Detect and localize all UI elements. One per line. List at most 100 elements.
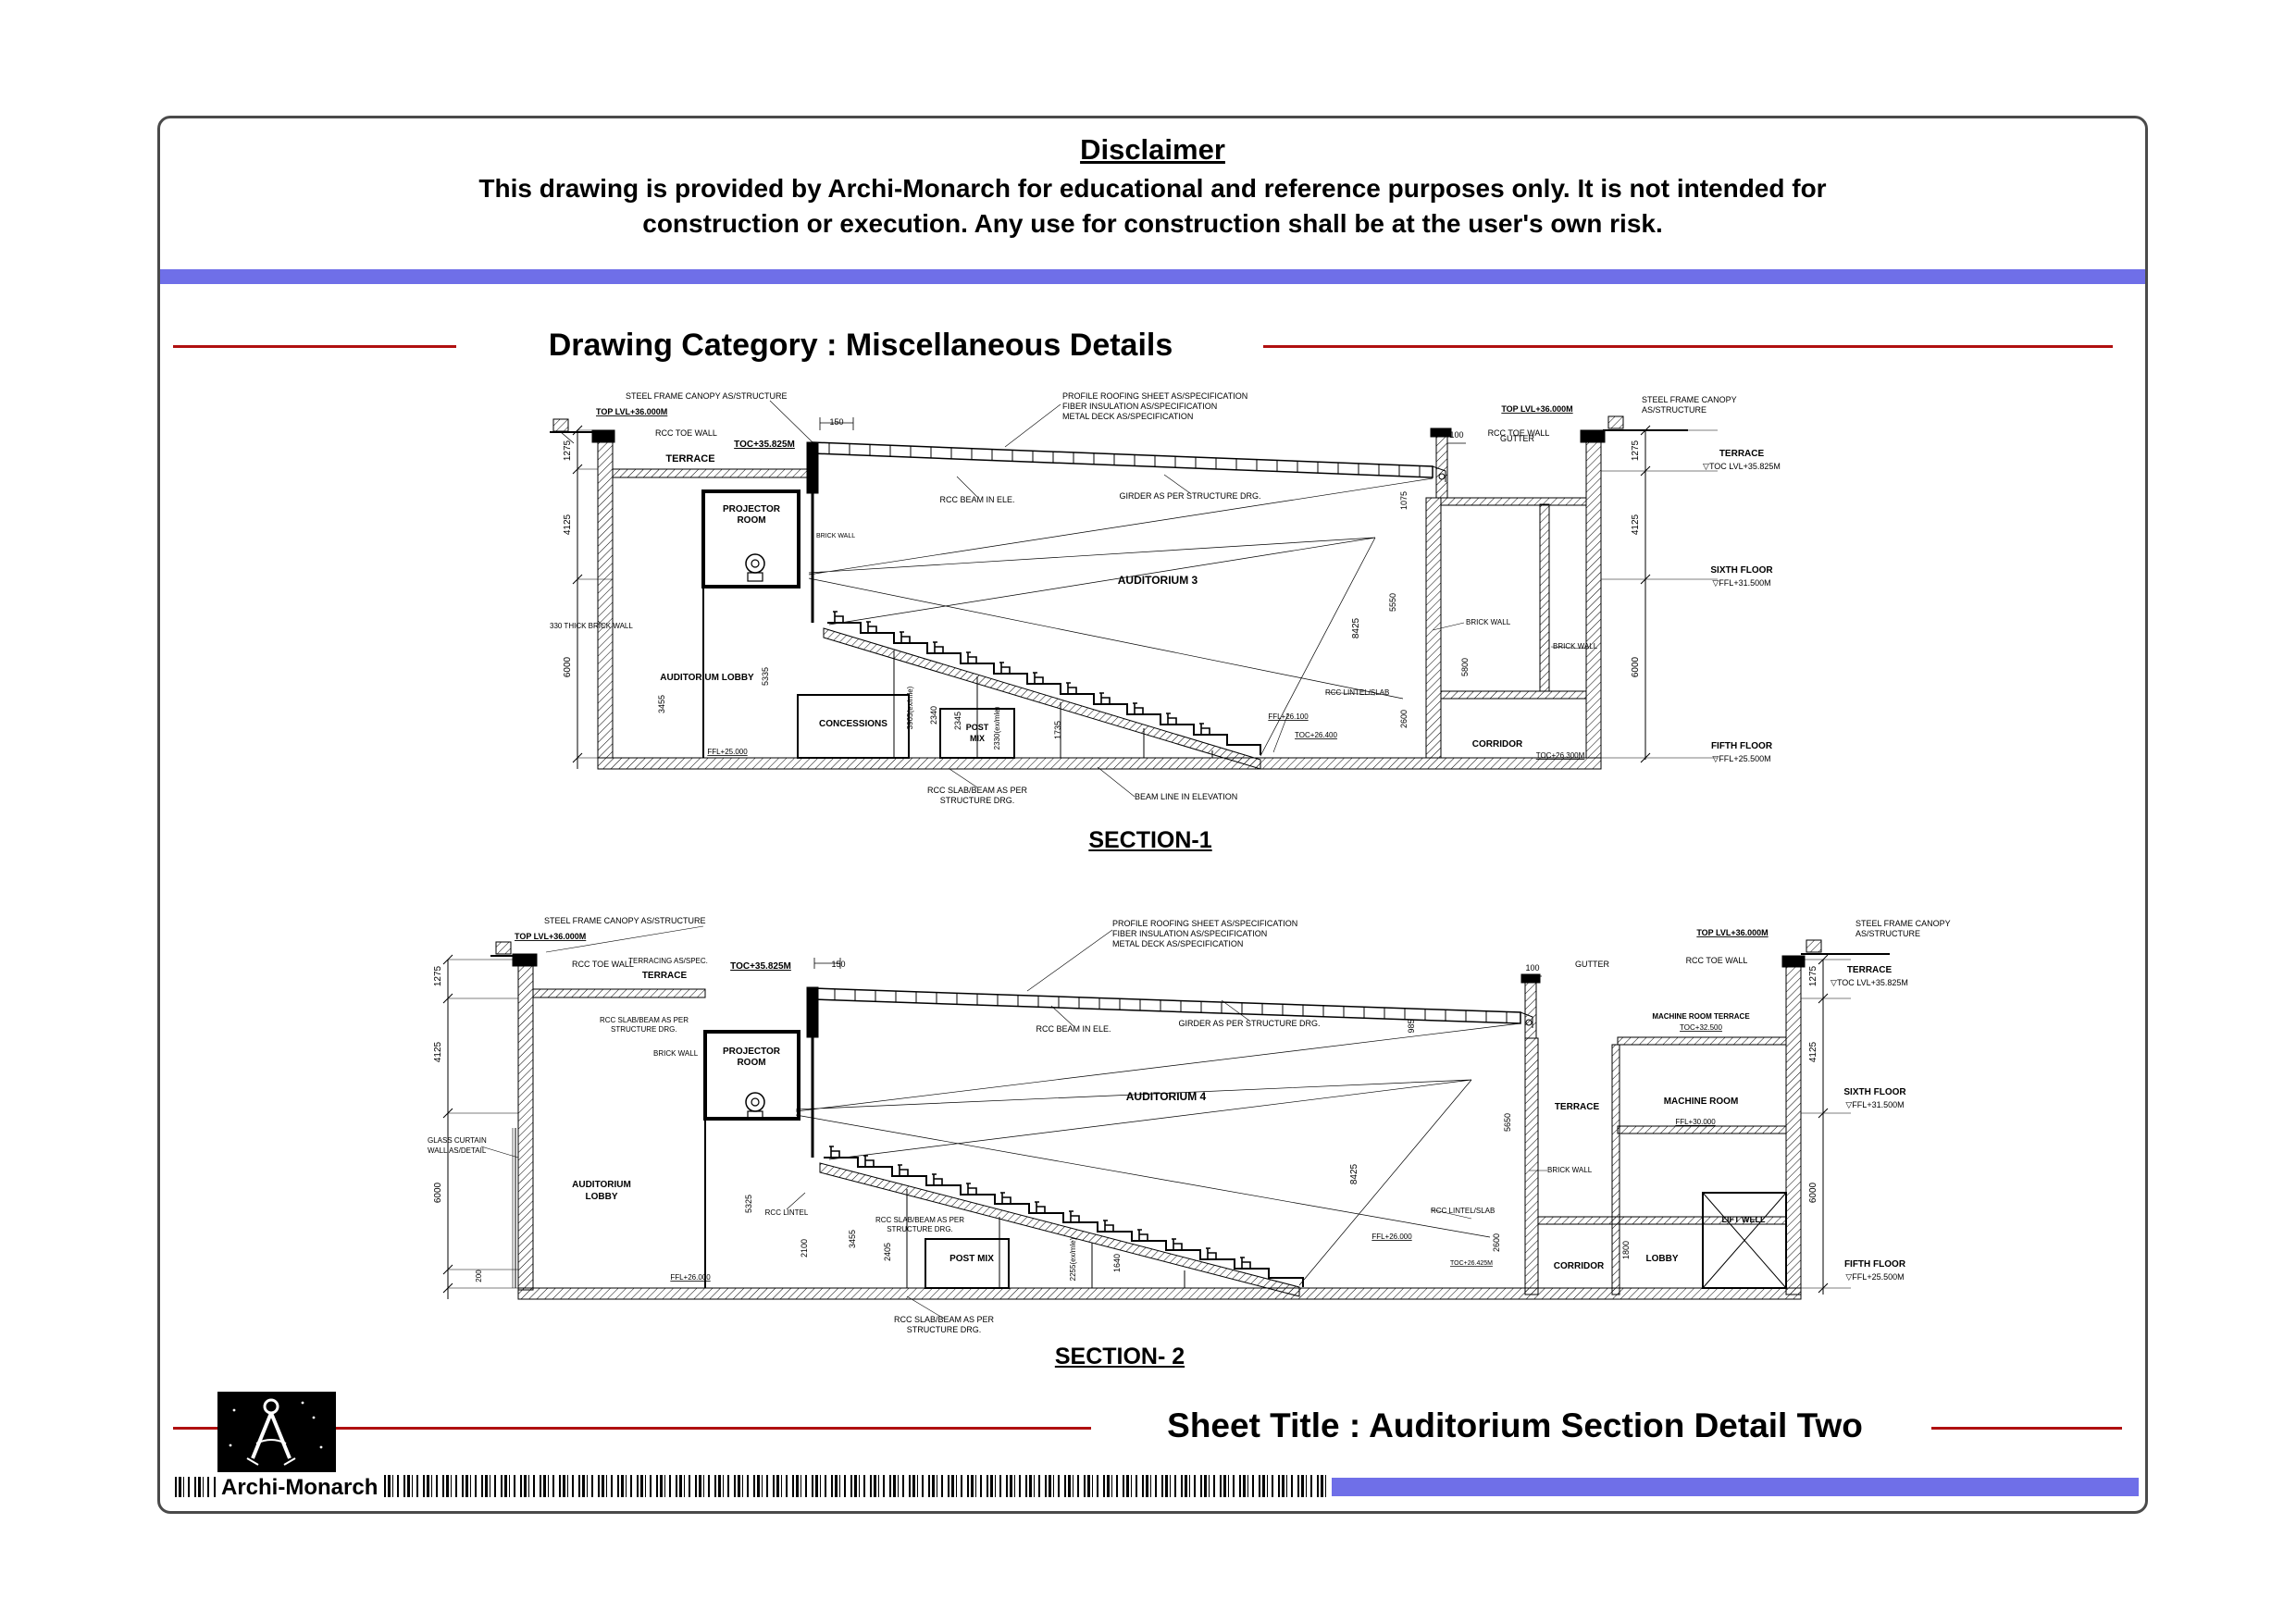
drawing-label: 4125 (563, 514, 573, 535)
drawing-label: 985 (1407, 1019, 1416, 1033)
drawing-label: 4125 (433, 1041, 443, 1062)
drawing-label: 8425 (1349, 1163, 1359, 1184)
disclaimer-line-1: This drawing is provided by Archi-Monarc… (478, 174, 1827, 203)
drawing-label: 5800 (1460, 658, 1470, 676)
drawing-label: TOC+26.300M (1536, 751, 1585, 760)
drawing-label: 2405 (883, 1243, 892, 1261)
drawing-label: 4125 (1808, 1041, 1818, 1062)
section2-labels: STEEL FRAME CANOPY AS/STRUCTURE TOP LVL+3… (428, 916, 1951, 1334)
drawing-label: ▽TOC LVL+35.825M (1703, 462, 1781, 471)
drawing-label: FFL+26.000 (670, 1273, 711, 1282)
drawing-label: STEEL FRAME CANOPY AS/STRUCTURE (626, 391, 788, 401)
drawing-label: 150 (829, 417, 843, 427)
drawing-label: TERRACE (1847, 965, 1893, 975)
drawing-label: FFL+30.000 (1675, 1118, 1716, 1126)
section-1-drawing: STEEL FRAME CANOPY AS/STRUCTURE TOP LVL+3… (550, 391, 1781, 805)
drawing-label: STEEL FRAME CANOPY (1855, 919, 1951, 928)
section1-labels: STEEL FRAME CANOPY AS/STRUCTURE TOP LVL+3… (550, 391, 1781, 805)
title-rule-left (173, 1427, 1091, 1430)
brand-logo (217, 1392, 336, 1472)
title-rule-right (1931, 1427, 2122, 1430)
drawing-label: TOC+26.400 (1295, 731, 1337, 739)
drawing-label: BEAM LINE IN ELEVATION (1135, 792, 1237, 801)
drawing-label: ▽FFL+25.500M (1712, 754, 1770, 763)
drawing-label: BRICK WALL (1547, 1166, 1593, 1174)
drawing-label: RCC TOE WALL (572, 960, 634, 969)
drawing-label: 100 (1449, 430, 1463, 440)
drawing-label: AS/STRUCTURE (1642, 405, 1706, 415)
brand-name: Archi-Monarch (221, 1475, 379, 1500)
category-title: Drawing Category : Miscellaneous Details (548, 328, 1173, 363)
drawing-label: 1275 (1631, 440, 1641, 461)
drawing-label: TERRACE (1555, 1102, 1600, 1112)
drawing-label: SIXTH FLOOR (1710, 565, 1773, 576)
drawing-label: LOBBY (1646, 1254, 1679, 1264)
drawing-label: FFL+25.000 (707, 748, 748, 756)
drawing-label: METAL DECK AS/SPECIFICATION (1062, 412, 1193, 421)
drawing-label: LIFT WELL (1722, 1215, 1766, 1224)
section2-leader-lines (480, 925, 1547, 1319)
drawing-label: TOP LVL+36.000M (515, 932, 586, 941)
drawing-label: STRUCTURE DRG. (611, 1025, 677, 1034)
drawing-label: 1640 (1112, 1254, 1122, 1272)
section1-seating (823, 612, 1261, 770)
disclaimer-title: Disclaimer (1080, 133, 1225, 166)
drawing-label: RCC TOE WALL (1488, 428, 1550, 438)
drawing-label: AS/STRUCTURE (1855, 929, 1920, 938)
drawing-label: 6000 (1631, 656, 1641, 677)
drawing-label: POST MIX (949, 1254, 994, 1264)
drawing-label: 6000 (1808, 1182, 1818, 1203)
drawing-label: BRICK WALL (1553, 642, 1598, 650)
drawing-label: 8425 (1351, 617, 1361, 638)
section-2-drawing: STEEL FRAME CANOPY AS/STRUCTURE TOP LVL+3… (428, 916, 1951, 1334)
drawing-label: RCC SLAB/BEAM AS PER (894, 1315, 995, 1324)
section1-caption: SECTION-1 (1088, 827, 1212, 853)
drawing-label: ▽FFL+25.500M (1845, 1272, 1904, 1282)
drawing-label: 5335 (761, 667, 770, 686)
drawing-label: MACHINE ROOM (1664, 1096, 1739, 1107)
drawing-label: 2255(ex/mle) (1069, 1237, 1077, 1281)
drawing-label: TERRACE (642, 971, 688, 981)
drawing-label: RCC LINTEL/SLAB (1431, 1207, 1495, 1215)
drawing-label: 1800 (1621, 1241, 1631, 1259)
drawing-label: 100 (1525, 963, 1539, 973)
drawing-label: 1275 (433, 965, 443, 986)
section2-right-dimension-line (1801, 954, 1851, 1295)
drawing-label: CORRIDOR (1472, 739, 1523, 750)
drawing-label: STEEL FRAME CANOPY AS/STRUCTURE (544, 916, 706, 925)
drawing-label: RCC SLAB/BEAM AS PER (875, 1216, 964, 1224)
drawing-label: 200 (475, 1270, 483, 1282)
drawing-label: FIBER INSULATION AS/SPECIFICATION (1112, 929, 1267, 938)
drawing-label: ROOM (737, 1058, 765, 1068)
drawing-label: BRICK WALL (816, 533, 855, 539)
drawing-label: PROFILE ROOFING SHEET AS/SPECIFICATION (1062, 391, 1247, 401)
drawing-label: 2600 (1492, 1233, 1501, 1252)
drawing-label: RCC BEAM IN ELE. (1036, 1024, 1111, 1034)
barcode-small (175, 1477, 216, 1497)
drawing-label: TOC+35.825M (734, 440, 795, 450)
accent-bar-top (160, 269, 2145, 284)
category-rule-right (1263, 345, 2113, 348)
drawing-label: TOP LVL+36.000M (596, 407, 667, 416)
drawing-label: RCC SLAB/BEAM AS PER (927, 786, 1028, 795)
drawing-label: RCC TOE WALL (655, 428, 717, 438)
drawing-label: FIFTH FLOOR (1844, 1259, 1906, 1270)
section1-left-dimension-line (572, 425, 613, 769)
drawing-label: LOBBY (586, 1192, 618, 1202)
drawing-label: POST (966, 723, 989, 732)
drawing-label: 2600 (1399, 710, 1409, 728)
drawing-label: STEEL FRAME CANOPY (1642, 395, 1737, 404)
drawing-label: 6000 (563, 656, 573, 677)
drawing-label: GIRDER AS PER STRUCTURE DRG. (1119, 491, 1260, 501)
drawing-label: GUTTER (1575, 960, 1609, 969)
drawing-label: RCC TOE WALL (1686, 956, 1748, 965)
drawing-label: 6000 (433, 1182, 443, 1203)
drawing-label: CONCESSIONS (819, 719, 887, 729)
section2-structure (490, 939, 1890, 1300)
barcode-long (384, 1475, 1326, 1497)
drawing-label: PROJECTOR (723, 504, 781, 514)
drawing-label: PROJECTOR (723, 1047, 781, 1057)
drawing-label: 150 (831, 960, 845, 969)
drawing-label: 2330(ex/mle) (993, 706, 1001, 750)
